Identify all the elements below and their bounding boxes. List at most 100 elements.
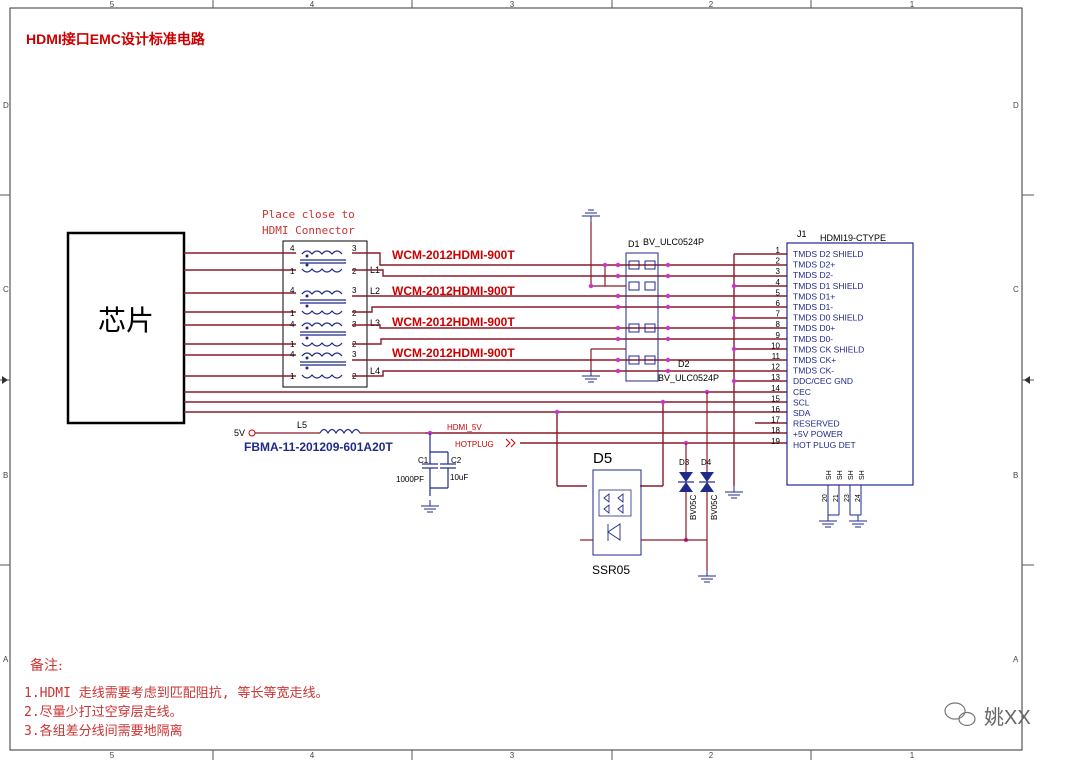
j1-pin-number: 17: [771, 416, 780, 425]
j1-pin-name: TMDS D1 SHIELD: [793, 281, 863, 291]
c1-c2-caps: [422, 433, 456, 496]
j1-pin-number: 5: [776, 288, 781, 297]
cmc-pin: 3: [352, 350, 357, 359]
j1-pin-name: RESERVED: [793, 419, 840, 429]
border-row-label: D: [1013, 101, 1019, 110]
j1-pin-number: 1: [776, 246, 781, 255]
cmc-ref: L3: [370, 318, 380, 328]
j1-pin-name: HOT PLUG DET: [793, 440, 856, 450]
j1-pin-number: 16: [771, 405, 780, 414]
sh-pin: 20: [822, 494, 829, 502]
wechat-icon: [944, 702, 976, 727]
cmc-pin: 3: [352, 244, 357, 253]
j1-pin-number: 15: [771, 394, 780, 403]
border-col-label: 5: [110, 751, 115, 760]
left-center-arrow: [2, 376, 8, 384]
c1-val: 1000PF: [396, 475, 424, 484]
border-row-label: C: [3, 285, 9, 294]
d1-ref: D1: [628, 239, 640, 249]
shield-pin-lines: [827, 485, 862, 516]
j1-pin-number: 6: [776, 299, 781, 308]
chip-block: [66, 231, 186, 425]
sh-pin: 24: [855, 494, 862, 502]
l5-inductor: [319, 428, 361, 435]
cmc-pin: 4: [290, 286, 295, 295]
j1-pin-number: 18: [771, 426, 780, 435]
border-col-label: 4: [310, 0, 315, 9]
c2-val: 10uF: [450, 473, 468, 482]
d5-part: SSR05: [592, 563, 630, 577]
j1-pin-number: 7: [776, 310, 781, 319]
cmc-pin: 4: [290, 350, 295, 359]
watermark-text: 姚XX: [984, 706, 1031, 729]
cmc-pin: 3: [352, 286, 357, 295]
d3-ref: D3: [679, 458, 690, 467]
chip-to-cmc-wires: [184, 252, 296, 377]
gnd-icon: [697, 569, 717, 583]
tvs-array-labels: D1 BV_ULC0524P D2 BV_ULC0524P: [628, 237, 719, 383]
cmc-pin: 1: [290, 340, 295, 349]
j1-pin-number: 12: [771, 363, 780, 372]
v5-terminal: [248, 429, 256, 437]
note-line: 1.HDMI 走线需要考虑到匹配阻抗, 等长等宽走线。: [24, 685, 328, 701]
j1-pin-name: TMDS D1+: [793, 291, 835, 301]
j1-pin-number: 9: [776, 331, 781, 340]
d1-part: BV_ULC0524P: [643, 237, 704, 247]
border-col-label: 1: [910, 0, 915, 9]
hdmi5v-net: HDMI_5V: [447, 423, 482, 432]
shield-labels: SH SH SH SH 20 21 23 24: [822, 470, 866, 502]
cmc-part-label: WCM-2012HDMI-900T: [392, 346, 515, 360]
j1-pin-name: TMDS D0 SHIELD: [793, 313, 863, 323]
j1-ref: J1: [797, 229, 807, 239]
border-row-label: D: [3, 101, 9, 110]
gnd-icon: [724, 485, 744, 499]
note-line: 3.各组差分线间需要地隔离: [24, 723, 183, 739]
border-row-label: B: [3, 471, 8, 480]
cmc-pin: 4: [290, 320, 295, 329]
d2-part: BV_ULC0524P: [658, 373, 719, 383]
l5-part: FBMA-11-201209-601A20T: [244, 440, 393, 454]
j1-pin-number: 2: [776, 257, 781, 266]
gnd-icon: [848, 514, 868, 528]
hotplug-net: HOTPLUG: [455, 440, 494, 449]
cmc-part-labels: WCM-2012HDMI-900T WCM-2012HDMI-900T WCM-…: [392, 248, 515, 360]
j1-pin-name: CEC: [793, 387, 811, 397]
sh-label: SH: [848, 470, 855, 480]
hotplug-arrow-icon: [505, 438, 516, 448]
d4-ref: D4: [701, 458, 712, 467]
gnd-top-icon: [581, 209, 601, 223]
j1-pin-name: TMDS D0+: [793, 323, 835, 333]
sheet-title: HDMI接口EMC设计标准电路: [26, 31, 206, 47]
cmc-pin: 4: [290, 244, 295, 253]
j1-pin-number: 11: [772, 352, 781, 361]
j1-pin-number: 3: [776, 267, 781, 276]
cmc-pin: 1: [290, 267, 295, 276]
j1-pin-name: +5V POWER: [793, 429, 843, 439]
l5-ref: L5: [297, 420, 307, 430]
j1-pin-number: 4: [776, 278, 781, 287]
sh-label: SH: [859, 470, 866, 480]
place-note-line2: HDMI Connector: [262, 224, 355, 237]
tvs-gnd-wires: [590, 222, 626, 370]
j1-pin-name: TMDS D2+: [793, 260, 835, 270]
tvs-array-internals: [628, 260, 656, 365]
j1-pin-name: TMDS CK SHIELD: [793, 344, 864, 354]
sh-pin: 21: [833, 494, 840, 502]
j1-pin-name: TMDS D2-: [793, 270, 833, 280]
border-labels: 5 4 3 2 1 5 4 3 2 1 D C B A D C B A: [3, 0, 1019, 760]
gnd-icon: [420, 499, 440, 513]
gnd-icon: [818, 514, 838, 528]
cmc-coils: [300, 250, 346, 379]
cmc-part-label: WCM-2012HDMI-900T: [392, 248, 515, 262]
sh-label: SH: [837, 470, 844, 480]
border-row-label: C: [1013, 285, 1019, 294]
c2-ref: C2: [451, 456, 462, 465]
j1-part: HDMI19-CTYPE: [820, 233, 886, 243]
border-col-label: 4: [310, 751, 315, 760]
d5-diodes: [603, 493, 624, 541]
cap-labels: C1 C2 1000PF 10uF: [396, 456, 468, 484]
j1-pin-name: TMDS D1-: [793, 302, 833, 312]
border-column-ticks: [0, 0, 1034, 760]
